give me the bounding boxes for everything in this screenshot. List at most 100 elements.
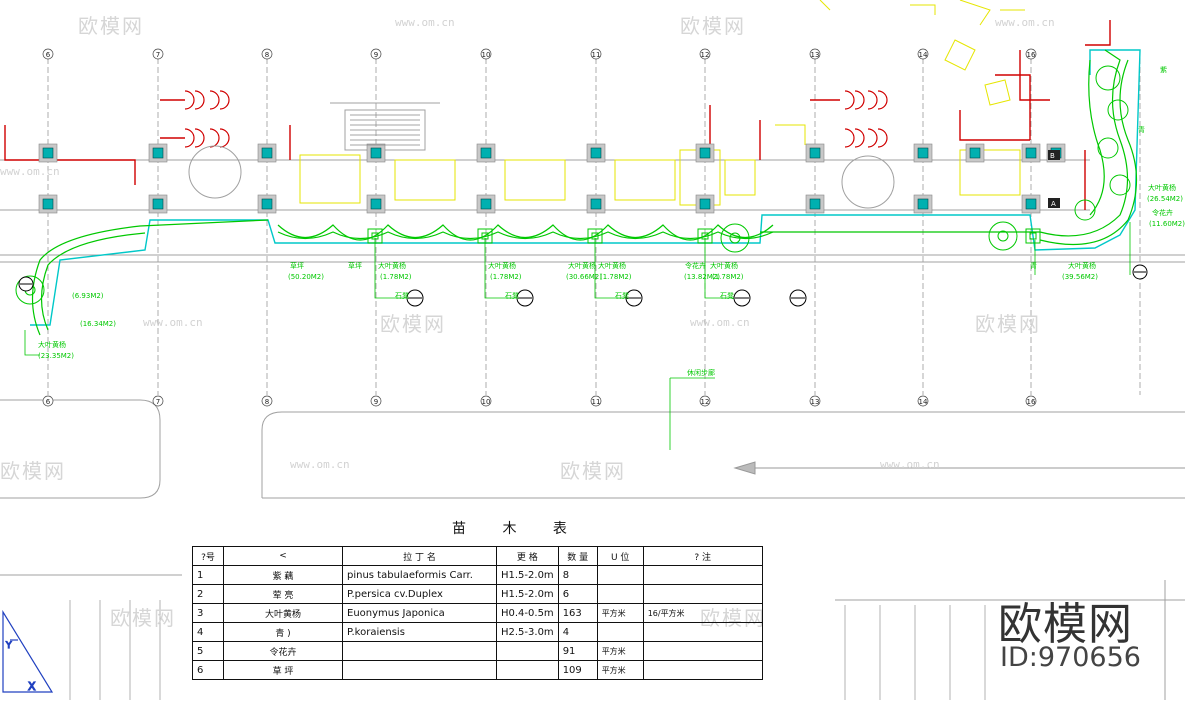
axis-label-bottom: 6 <box>46 398 51 406</box>
axis-label-bottom: 9 <box>374 398 378 406</box>
table-cell-name: 大叶黄杨 <box>223 603 343 623</box>
row-labels: B A <box>1048 150 1060 208</box>
column <box>695 143 715 163</box>
axis-label-bottom: 16 <box>1027 398 1036 406</box>
column <box>148 194 168 214</box>
axis-label-top: 8 <box>265 51 269 59</box>
axis-bubble-top <box>480 48 492 60</box>
svg-text:大叶黄杨: 大叶黄杨 <box>568 261 596 270</box>
svg-text:(13.82M2): (13.82M2) <box>684 273 720 281</box>
column <box>586 143 606 163</box>
stone-bench-symbol <box>406 289 424 307</box>
table-cell-spec: H1.5-2.0m <box>496 565 559 585</box>
table-cell-qty: 6 <box>557 584 598 604</box>
brand-id: ID:970656 <box>1000 642 1141 673</box>
svg-text:A: A <box>1051 200 1056 208</box>
table-cell-note <box>642 584 763 604</box>
tree-symbols <box>15 65 1131 305</box>
axis-label-top: 13 <box>811 51 820 59</box>
svg-text:(39.56M2): (39.56M2) <box>1062 273 1098 281</box>
axis-bubble-top <box>152 48 164 60</box>
column <box>965 143 985 163</box>
table-cell-latin: P.persica cv.Duplex <box>342 584 497 604</box>
axis-label-bottom: 11 <box>592 398 601 406</box>
axis-bubble-bottom <box>370 395 382 407</box>
table-cell-unit <box>596 565 644 585</box>
axis-bubble-top <box>699 48 711 60</box>
watermark-url: www.om.cn <box>880 458 940 471</box>
planter-outline <box>30 49 1141 326</box>
table-cell-note <box>642 660 763 680</box>
svg-text:草坪: 草坪 <box>348 261 362 270</box>
column <box>805 143 825 163</box>
table-cell-qty: 4 <box>557 622 598 642</box>
axis-bubble-bottom <box>590 395 602 407</box>
planter-box <box>367 228 383 244</box>
axis-bubble-top <box>917 48 929 60</box>
header-note: ? 注 <box>642 546 763 566</box>
watermark-brand: 欧模网 <box>110 606 176 630</box>
table-cell-no: 3 <box>192 603 224 623</box>
svg-text:大叶黄杨: 大叶黄杨 <box>1148 183 1176 192</box>
building-outline <box>0 102 1185 700</box>
table-cell-note <box>642 641 763 661</box>
svg-text:青: 青 <box>1138 125 1145 134</box>
axis-bubble-bottom <box>42 395 54 407</box>
svg-text:草坪: 草坪 <box>290 261 304 270</box>
watermark-url: www.om.cn <box>690 316 750 329</box>
table-cell-qty: 163 <box>557 603 598 623</box>
axis-label-bottom: 8 <box>265 398 269 406</box>
table-cell-qty: 109 <box>557 660 598 680</box>
svg-text:(30.66M2): (30.66M2) <box>566 273 602 281</box>
table-cell-spec: H2.5-3.0m <box>496 622 559 642</box>
axis-bubble-bottom <box>809 395 821 407</box>
table-cell-no: 6 <box>192 660 224 680</box>
svg-text:石凳: 石凳 <box>720 291 734 300</box>
header-qty: 数 量 <box>557 546 598 566</box>
column <box>1021 194 1041 214</box>
column <box>257 143 277 163</box>
header-name: < <box>223 546 343 566</box>
structural-columns <box>38 143 1066 214</box>
svg-text:(1.78M2): (1.78M2) <box>380 273 412 281</box>
stone-bench-symbol <box>516 289 534 307</box>
table-cell-name: 青 ) <box>223 622 343 642</box>
table-cell-qty: 8 <box>557 565 598 585</box>
table-cell-name: 令花卉 <box>223 641 343 661</box>
axis-label-top: 12 <box>701 51 710 59</box>
table-cell-spec: H0.4-0.5m <box>496 603 559 623</box>
header-latin: 拉 丁 名 <box>342 546 497 566</box>
watermark-brand: 欧模网 <box>560 459 626 483</box>
svg-text:大叶黄杨: 大叶黄杨 <box>488 261 516 270</box>
axis-bubble-top <box>370 48 382 60</box>
svg-text:(11.60M2): (11.60M2) <box>1149 220 1185 228</box>
watermark-brand: 欧模网 <box>975 312 1041 336</box>
stone-bench-symbol <box>789 289 807 307</box>
svg-text:(1.78M2): (1.78M2) <box>600 273 632 281</box>
brand-logo-text: 欧模网 <box>998 599 1133 650</box>
column <box>476 194 496 214</box>
column <box>148 143 168 163</box>
column <box>366 143 386 163</box>
svg-text:石凳: 石凳 <box>505 291 519 300</box>
scale-triangle: X Y <box>2 609 54 694</box>
column <box>38 194 58 214</box>
svg-text:B: B <box>1050 152 1055 160</box>
axis-bubble-top <box>1025 48 1037 60</box>
svg-text:X: X <box>28 680 36 693</box>
svg-text:大叶黄杨: 大叶黄杨 <box>378 261 406 270</box>
table-cell-name: 草 坪 <box>223 660 343 680</box>
stone-benches <box>18 228 1148 307</box>
column <box>695 194 715 214</box>
column <box>257 194 277 214</box>
column <box>476 143 496 163</box>
axis-bubble-bottom <box>917 395 929 407</box>
table-cell-unit <box>596 584 644 604</box>
table-cell-spec <box>496 660 559 680</box>
